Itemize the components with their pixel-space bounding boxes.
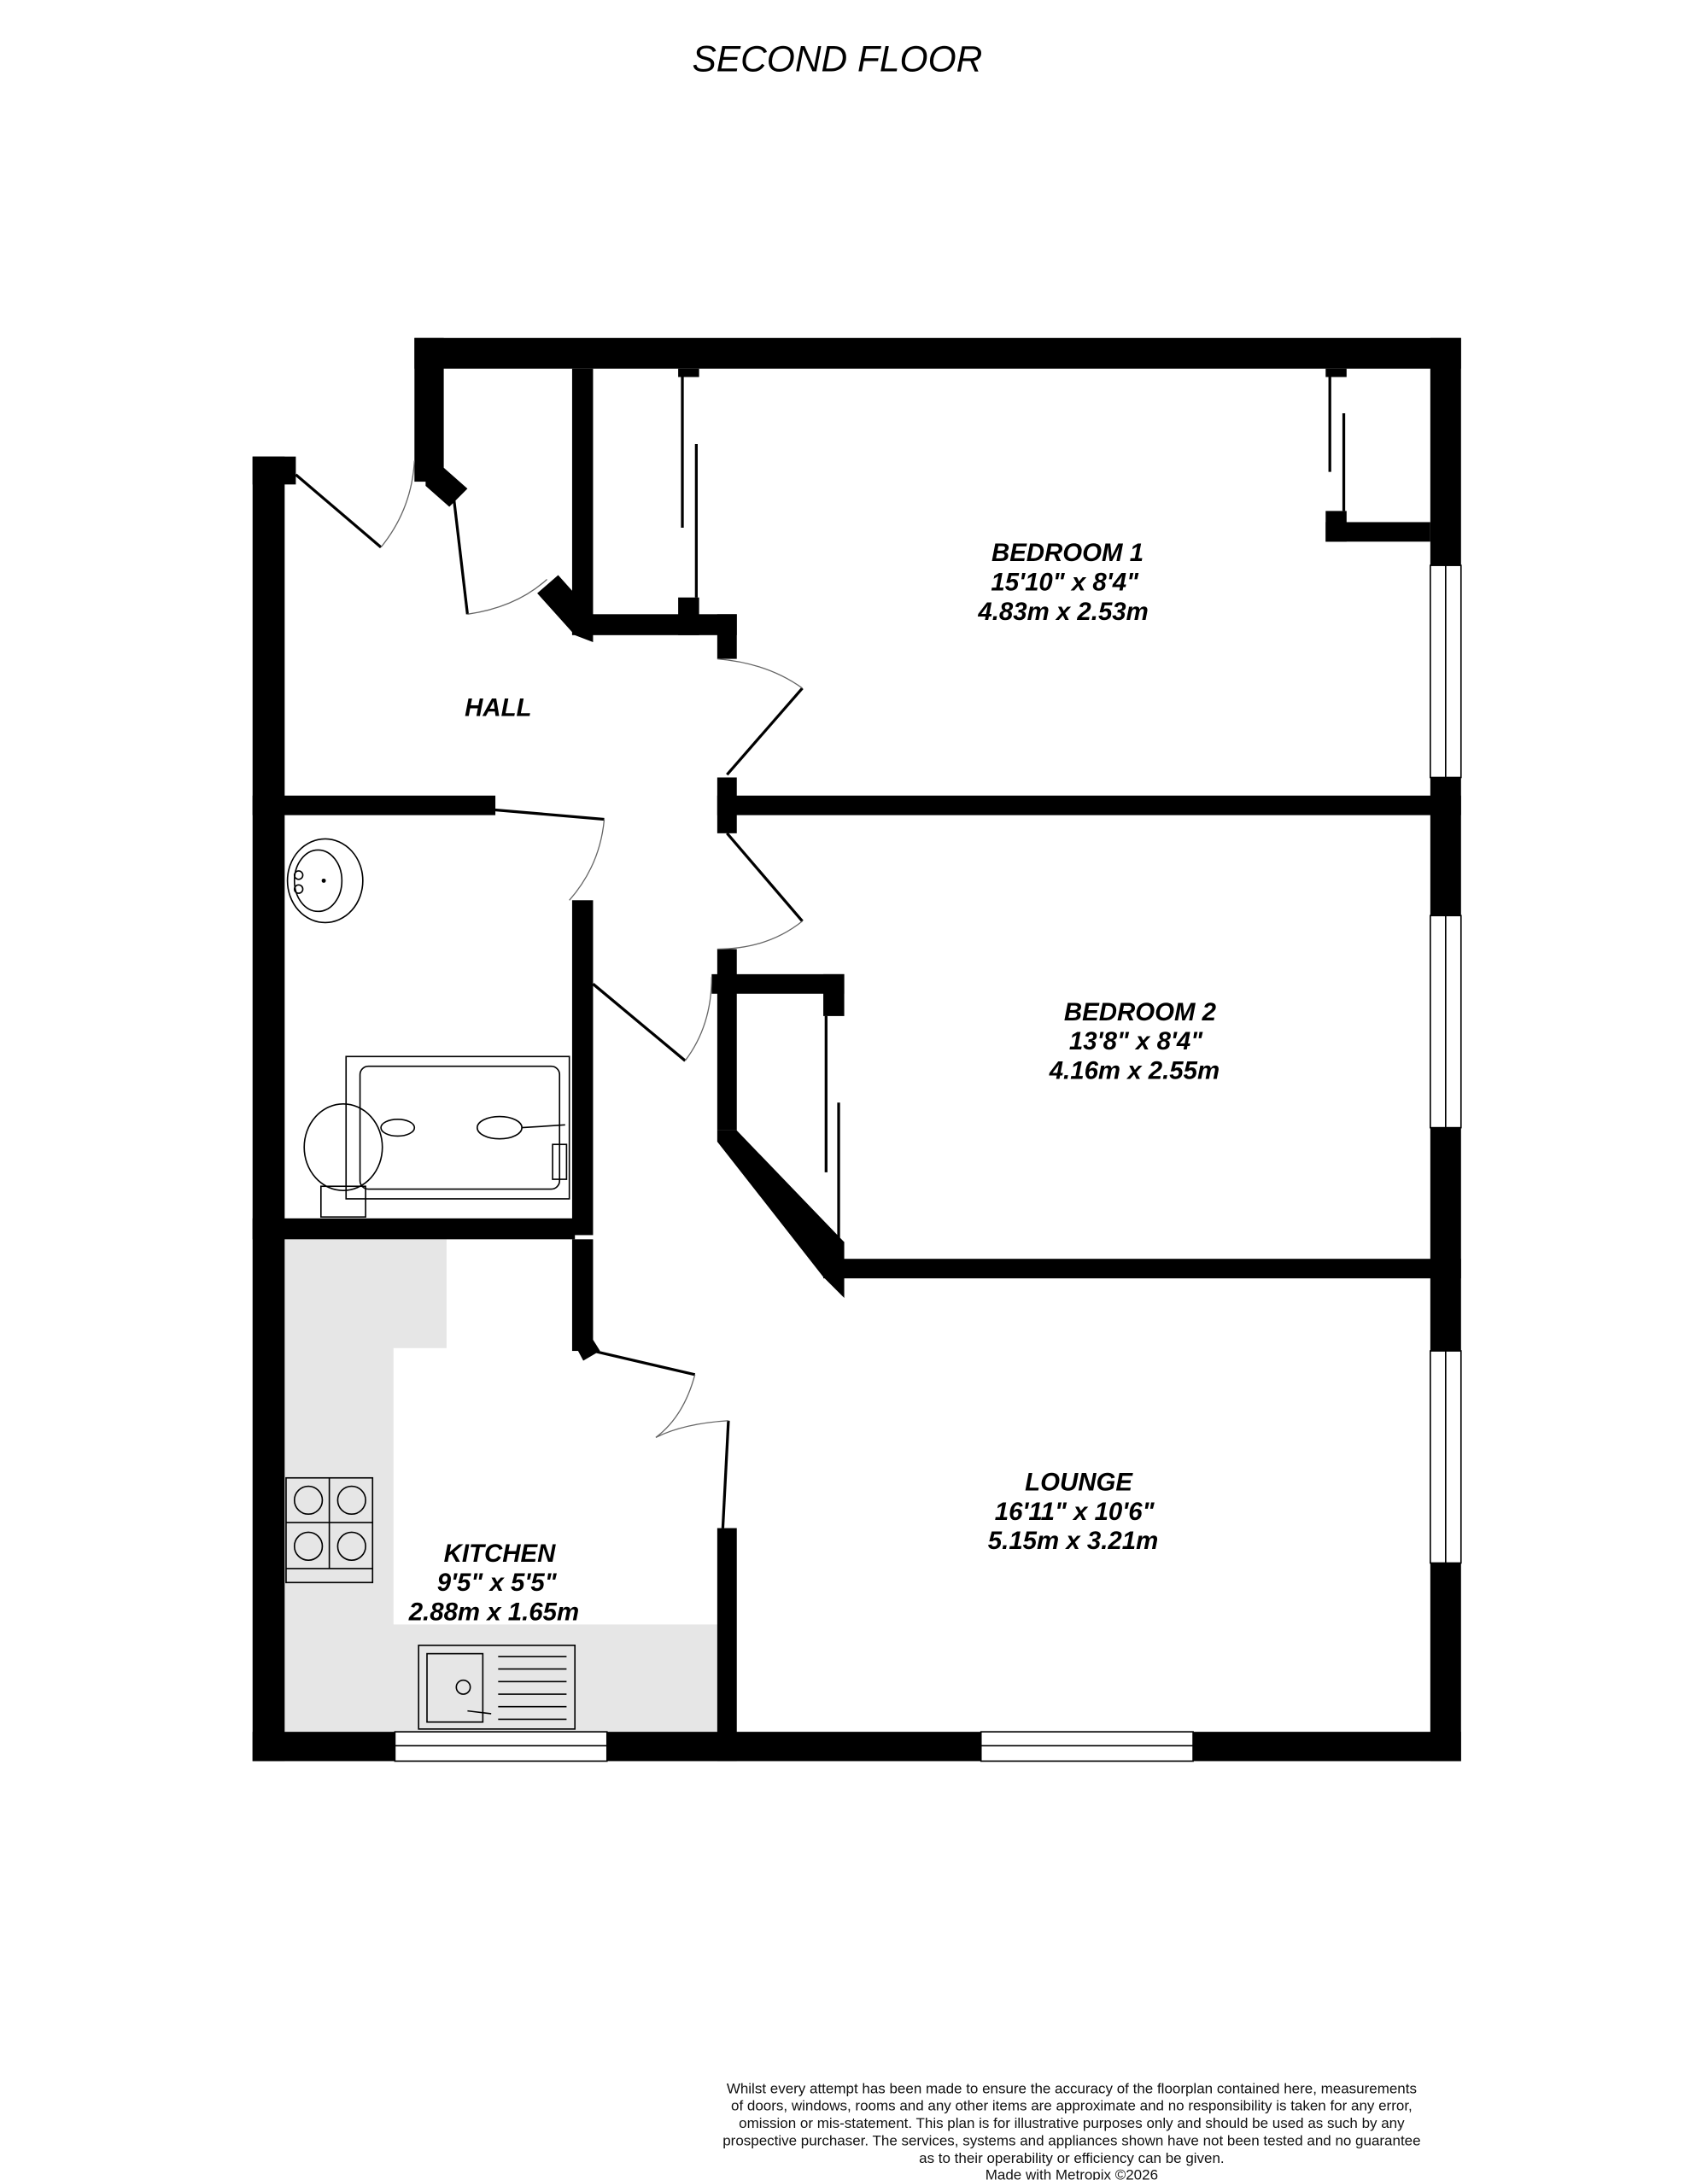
window-lounge-south xyxy=(980,1731,1194,1762)
windows xyxy=(394,564,1462,1762)
disclaimer-line: Whilst every attempt has been made to en… xyxy=(727,2080,1417,2096)
room-label-lounge: LOUNGE 16'11" x 10'6" 5.15m x 3.21m xyxy=(988,1468,1158,1555)
room-label-kitchen: KITCHEN 9'5" x 5'5" 2.88m x 1.65m xyxy=(408,1540,579,1627)
room-label-bedroom-2: BEDROOM 2 13'8" x 8'4" 4.16m x 2.55m xyxy=(1049,998,1220,1085)
disclaimer-line: omission or mis-statement. This plan is … xyxy=(739,2115,1405,2131)
room-label-bedroom-1: BEDROOM 1 15'10" x 8'4" 4.83m x 2.53m xyxy=(977,539,1148,626)
room-name: BEDROOM 1 xyxy=(991,539,1144,567)
wardrobe-doors xyxy=(681,377,1346,1242)
room-imperial: 9'5" x 5'5" xyxy=(437,1569,558,1597)
room-metric: 4.16m x 2.55m xyxy=(1049,1056,1220,1084)
window-bedroom1 xyxy=(1430,564,1462,779)
shower-tray-icon xyxy=(345,1055,570,1200)
room-imperial: 16'11" x 10'6" xyxy=(995,1498,1155,1526)
room-metric: 2.88m x 1.65m xyxy=(408,1598,579,1626)
disclaimer: Whilst every attempt has been made to en… xyxy=(722,2080,1420,2180)
room-metric: 5.15m x 3.21m xyxy=(988,1527,1158,1555)
disclaimer-line: prospective purchaser. The services, sys… xyxy=(722,2133,1420,2149)
floor-title: SECOND FLOOR xyxy=(692,40,982,80)
room-name: KITCHEN xyxy=(444,1540,556,1568)
window-lounge-east xyxy=(1430,1350,1462,1564)
hob-icon xyxy=(285,1476,374,1584)
sink-icon xyxy=(418,1645,576,1730)
room-imperial: 15'10" x 8'4" xyxy=(991,569,1139,597)
washbasin-icon xyxy=(286,838,364,924)
disclaimer-line: of doors, windows, rooms and any other i… xyxy=(731,2098,1413,2114)
disclaimer-line: as to their operability or efficiency ca… xyxy=(919,2150,1225,2166)
room-name: LOUNGE xyxy=(1025,1468,1133,1496)
room-imperial: 13'8" x 8'4" xyxy=(1069,1027,1203,1055)
room-name: BEDROOM 2 xyxy=(1064,998,1217,1026)
doors xyxy=(295,460,804,1528)
toilet-icon xyxy=(303,1103,416,1219)
kitchen-fixtures xyxy=(285,1476,576,1730)
disclaimer-credit: Made with Metropix ©2026 xyxy=(986,2167,1158,2180)
window-kitchen xyxy=(394,1731,608,1762)
room-name: HALL xyxy=(465,694,531,722)
room-label-hall: HALL xyxy=(465,694,531,722)
room-metric: 4.83m x 2.53m xyxy=(977,598,1148,626)
bathroom-fixtures xyxy=(286,838,570,1219)
kitchen-worktop xyxy=(284,1239,717,1733)
walls xyxy=(252,337,1461,1762)
window-bedroom2 xyxy=(1430,915,1462,1129)
